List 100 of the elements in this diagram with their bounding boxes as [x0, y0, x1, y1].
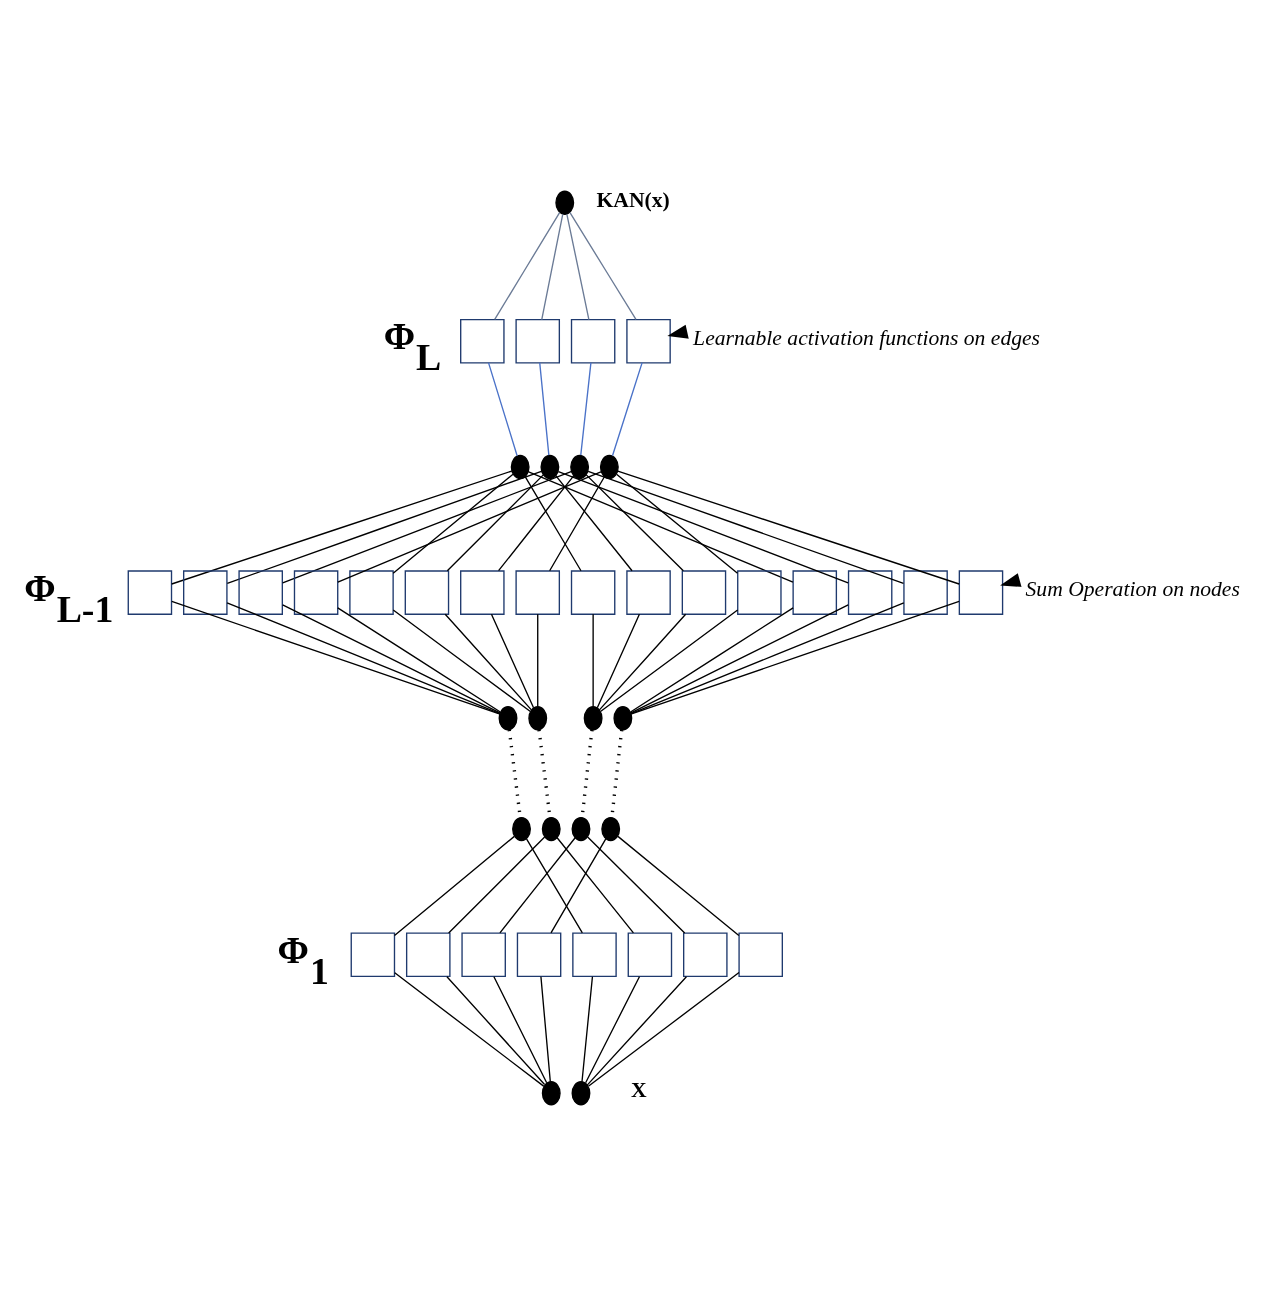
node-circle [512, 816, 531, 841]
connector [592, 613, 594, 707]
connector [598, 613, 687, 711]
connector [444, 613, 533, 711]
node-box [350, 931, 396, 977]
arrow [1000, 572, 1022, 587]
node-box [405, 931, 451, 977]
node-text: Sum Operation on nodes [1025, 576, 1240, 601]
node-box [738, 931, 783, 977]
node-box [570, 569, 616, 615]
node-box [127, 569, 173, 615]
node-box [683, 931, 728, 977]
node-circle [541, 816, 561, 841]
label: KAN(x) [596, 187, 670, 212]
connector [393, 835, 515, 936]
node-circle [540, 454, 560, 479]
label: X [630, 1077, 647, 1102]
node-box [404, 569, 450, 615]
node-circle [510, 454, 530, 479]
connector [528, 470, 794, 583]
node-box [626, 318, 671, 364]
connector [581, 975, 594, 1082]
connector [599, 608, 739, 712]
connector [580, 361, 592, 456]
connector [587, 971, 740, 1087]
connector [448, 835, 546, 934]
node-circle [571, 816, 591, 841]
connector [629, 606, 794, 713]
connector [525, 837, 583, 934]
connector [630, 600, 960, 715]
node-circle [601, 816, 621, 841]
connector [587, 835, 686, 934]
connector [226, 470, 543, 584]
connector [549, 475, 606, 571]
connector [587, 470, 905, 584]
connector [493, 975, 548, 1083]
node-circle [613, 705, 633, 730]
connector [524, 475, 582, 571]
connector [630, 601, 905, 714]
connector [394, 971, 545, 1087]
connector [537, 613, 539, 707]
node-circle [498, 705, 518, 730]
node-box [238, 569, 283, 615]
node-box [847, 569, 893, 615]
node-box [627, 931, 673, 977]
connector [337, 470, 602, 583]
node-circle [570, 454, 590, 479]
connector [617, 835, 740, 936]
node-box [958, 569, 1004, 615]
connector [550, 837, 607, 934]
connector [490, 613, 535, 708]
node-box [515, 569, 561, 615]
connector [337, 606, 501, 713]
connector [584, 975, 641, 1083]
connector [282, 470, 572, 583]
connector [539, 361, 550, 456]
connector [497, 474, 575, 571]
connector [499, 836, 576, 934]
node-box [516, 931, 562, 977]
node-circle [555, 190, 575, 215]
node-box [903, 569, 948, 615]
node-circle [583, 705, 603, 730]
node-box [349, 569, 394, 615]
node-circle [599, 454, 619, 479]
node-box [681, 569, 727, 615]
connector [611, 361, 643, 456]
connector [494, 211, 561, 320]
node-box [572, 931, 617, 977]
connector [630, 603, 849, 714]
connector [446, 975, 546, 1085]
connector [555, 474, 633, 571]
node-box [461, 931, 506, 977]
node-box [792, 569, 838, 615]
node-box [626, 569, 671, 615]
connector [615, 473, 739, 574]
connector [585, 473, 684, 571]
node-box [460, 569, 505, 615]
connector [617, 469, 960, 585]
connector [541, 213, 564, 320]
connector [556, 836, 635, 934]
connector [392, 608, 532, 712]
connector [557, 470, 849, 583]
node-box [570, 318, 616, 364]
node-text: Learnable activation functions on edges [693, 325, 1041, 350]
node-circle [571, 1080, 591, 1105]
connector [281, 603, 501, 714]
connector [596, 613, 641, 708]
connector [566, 213, 590, 320]
node-box [515, 318, 561, 364]
connector [586, 975, 688, 1086]
arrow [667, 324, 689, 339]
connector [392, 473, 514, 574]
connector [171, 469, 513, 585]
connector [446, 473, 544, 571]
connector [171, 600, 500, 715]
connector [226, 601, 501, 714]
node-box [293, 569, 339, 615]
node-box [460, 318, 505, 364]
connector [540, 975, 551, 1082]
connector [569, 211, 637, 320]
